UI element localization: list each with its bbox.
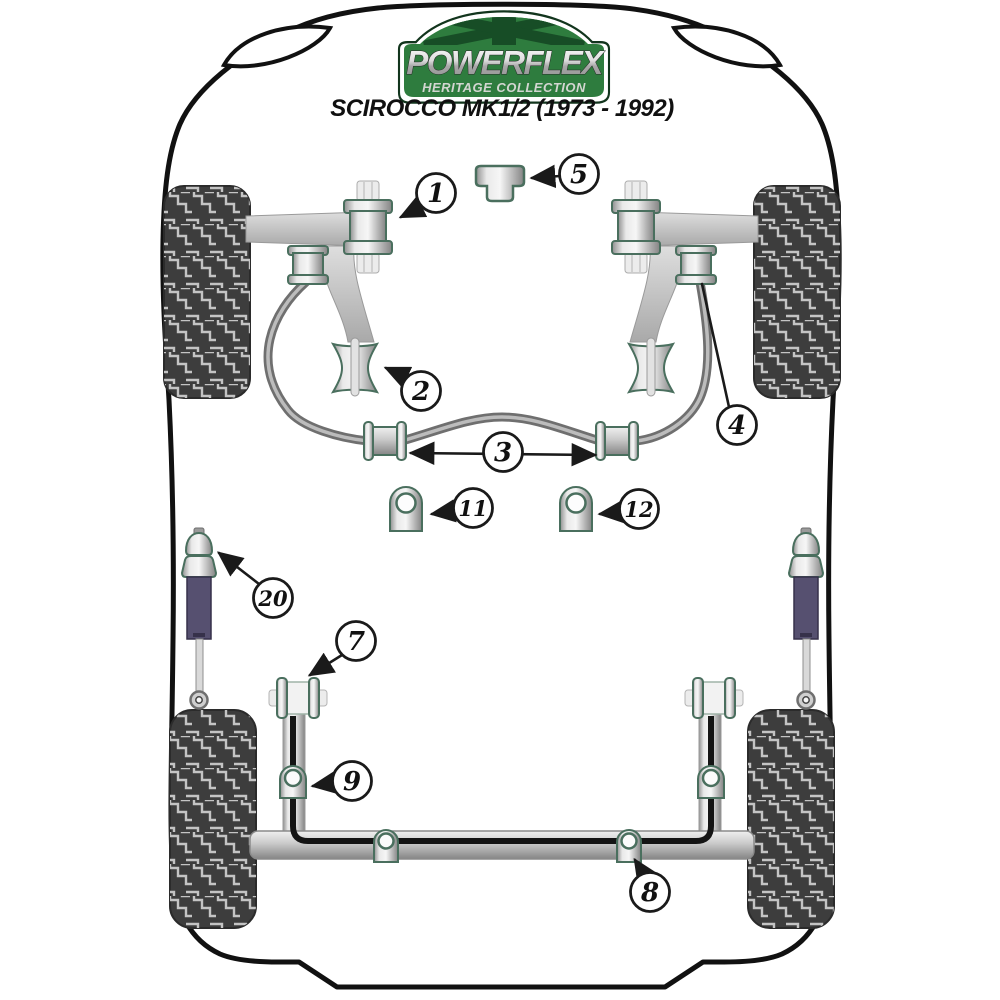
callout-7: 7: [307, 620, 377, 677]
vehicle-title: SCIROCCO MK1/2 (1973 - 1992): [330, 95, 674, 122]
bushing-3-arb-clamp-left: [363, 421, 407, 461]
front-anti-roll-bar: [263, 277, 713, 446]
front-left-control-arm: [245, 211, 375, 343]
rear-left-tire: [169, 709, 257, 929]
bushing-2-hourglass-right: [626, 337, 676, 397]
bushing-4-inner-right: [675, 245, 717, 285]
right-headlight-outline: [670, 24, 784, 69]
tires: [163, 185, 841, 929]
svg-text:8: 8: [640, 878, 659, 908]
powerflex-heritage-badge: POWERFLEX HERITAGE COLLECTION: [397, 10, 611, 104]
rear-anti-roll-bar: [290, 716, 714, 844]
logo-title: POWERFLEX: [406, 44, 605, 81]
bushing-12-mount: [559, 486, 593, 532]
front-right-tire: [753, 185, 841, 399]
callout-11: 11: [429, 487, 494, 529]
front-left-tire: [163, 185, 251, 399]
svg-text:7: 7: [347, 627, 365, 657]
bushing-8-beam-clamp-left: [373, 829, 399, 863]
svg-text:3: 3: [494, 438, 512, 468]
rear-axle-assembly: [249, 677, 755, 863]
callouts: 1 2 3 4 5 7: [216, 153, 758, 913]
bushing-7-arm-front-right: [684, 677, 744, 719]
logo-subtitle: HERITAGE COLLECTION: [422, 80, 586, 95]
bushing-9-arm-clamp-right: [697, 765, 725, 799]
bushing-7-arm-front-left: [268, 677, 328, 719]
callout-12: 12: [597, 488, 660, 530]
svg-text:20: 20: [257, 586, 288, 611]
svg-text:9: 9: [343, 767, 361, 797]
callout-5: 5: [529, 153, 600, 195]
left-headlight-outline: [220, 24, 334, 69]
svg-text:2: 2: [411, 377, 430, 407]
bushing-9-arm-clamp-left: [279, 765, 307, 799]
svg-text:11: 11: [458, 496, 487, 521]
bushing-11-mount: [389, 486, 423, 532]
rear-right-shock: [787, 527, 825, 710]
bushing-8-beam-clamp-right: [616, 829, 642, 863]
rear-axle-beam: [249, 830, 755, 860]
rear-left-shock: [180, 527, 218, 710]
svg-text:12: 12: [624, 497, 653, 522]
bushing-inner-left: [287, 245, 329, 285]
callout-2: 2: [383, 366, 442, 412]
bushing-2-hourglass-left: [330, 337, 380, 397]
svg-text:1: 1: [427, 179, 445, 209]
bushing-1-front-right: [611, 180, 661, 274]
bushing-3-arb-clamp-right: [595, 421, 639, 461]
svg-text:5: 5: [570, 160, 588, 190]
callout-8: 8: [629, 857, 671, 913]
callout-1: 1: [398, 172, 457, 219]
rear-right-tire: [747, 709, 835, 929]
bushing-1-front-left: [343, 180, 393, 274]
svg-text:4: 4: [728, 411, 746, 441]
bushing-5-top-hat: [474, 164, 526, 203]
callout-9: 9: [310, 760, 373, 802]
callout-20: 20: [216, 551, 294, 619]
callout-4: 4: [700, 282, 758, 446]
callout-3: 3: [408, 431, 598, 473]
